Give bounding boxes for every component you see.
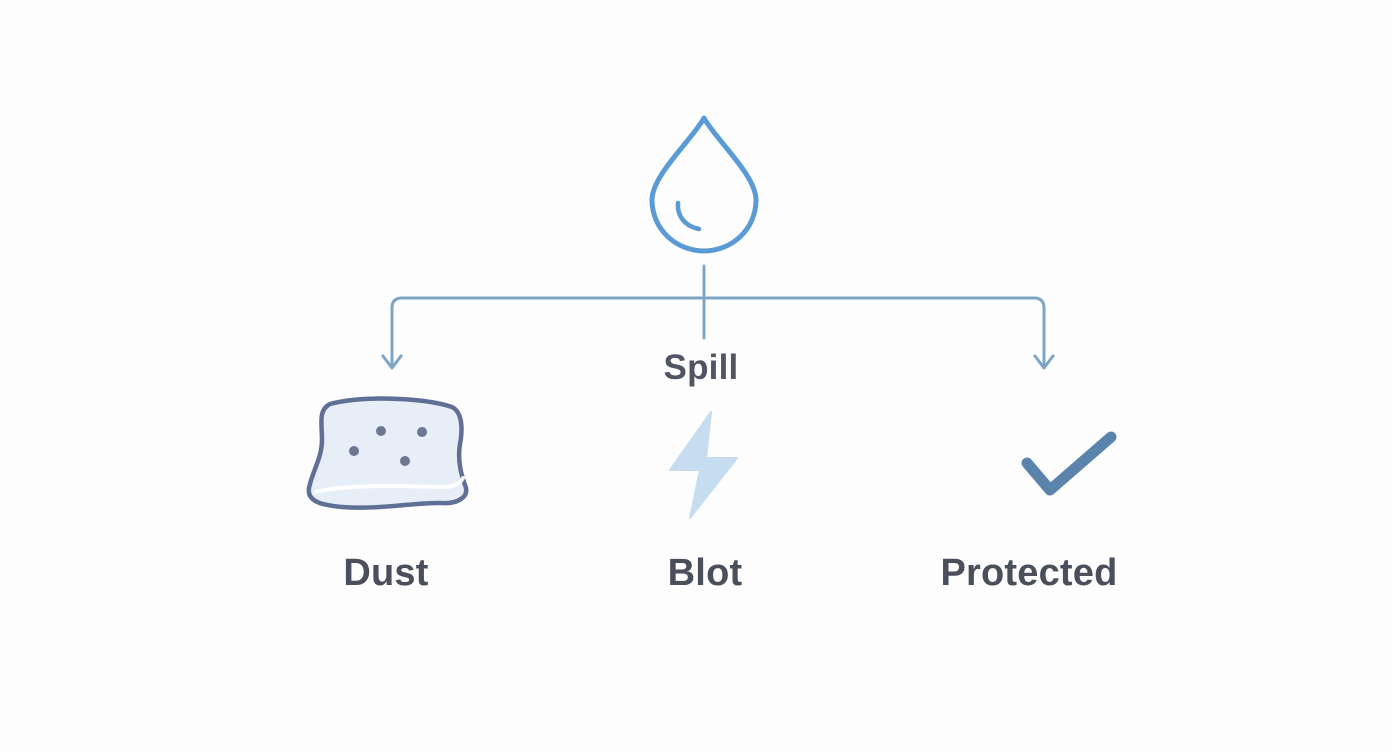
water-drop-icon [649,115,759,254]
arrow-left-icon [381,354,403,370]
arrow-right-icon [1033,354,1055,370]
connector-lines [381,264,1055,370]
spill-label: Spill [663,348,739,387]
protected-label: Protected [940,552,1118,594]
checkmark-icon [1021,431,1117,496]
dust-label: Dust [343,552,429,594]
connector-bar [390,296,1046,368]
lightning-icon [669,411,738,519]
cushion-icon [306,396,469,510]
blot-label: Blot [667,552,743,594]
